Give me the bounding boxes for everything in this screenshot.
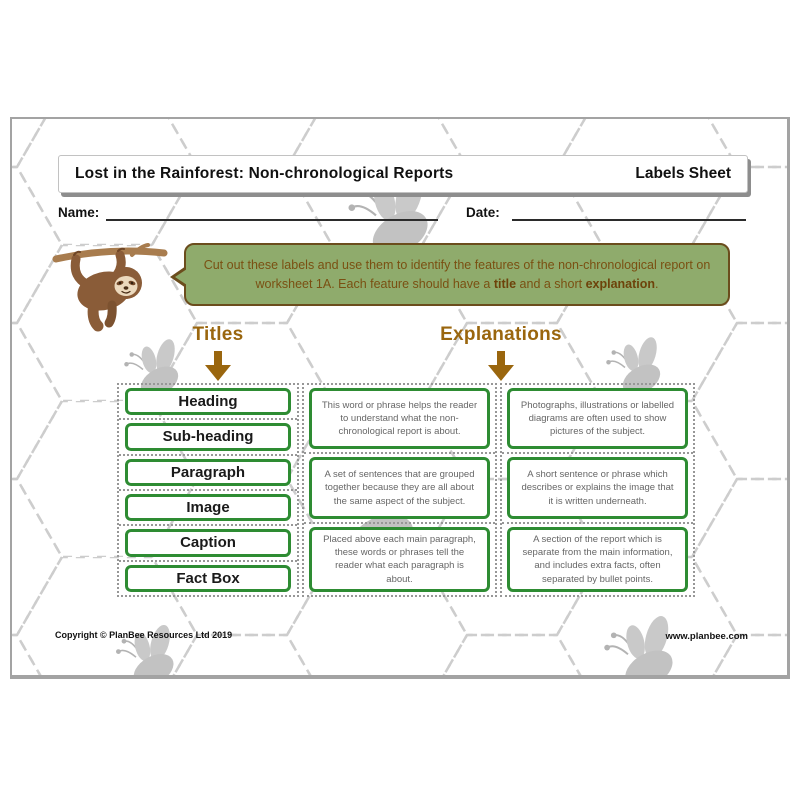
name-label: Name: <box>58 205 100 220</box>
sheet-title: Lost in the Rainforest: Non-chronologica… <box>75 165 454 182</box>
cut-cell: Heading <box>119 385 297 421</box>
name-write-line <box>106 219 438 221</box>
title-label-sub-heading: Sub-heading <box>125 423 291 451</box>
cut-cell: A section of the report which is separat… <box>502 524 693 595</box>
website-text: www.planbee.com <box>665 631 748 642</box>
cut-cell: Placed above each main paragraph, these … <box>304 524 495 595</box>
titles-heading: Titles <box>192 324 244 345</box>
cut-cell: Sub-heading <box>119 420 297 456</box>
explanation-box: This word or phrase helps the reader to … <box>309 388 490 450</box>
sheet-header-bar: Lost in the Rainforest: Non-chronologica… <box>58 155 748 193</box>
down-arrow-icon <box>205 351 231 381</box>
explanations-column-middle: This word or phrase helps the reader to … <box>302 383 497 597</box>
date-label: Date: <box>466 205 500 220</box>
cut-cell: A short sentence or phrase which describ… <box>502 454 693 524</box>
sheet-type-label: Labels Sheet <box>635 165 731 182</box>
cut-cell: Image <box>119 491 297 527</box>
cut-cell: Photographs, illustrations or labelled d… <box>502 385 693 455</box>
titles-column: Heading Sub-heading Paragraph Image Capt… <box>117 383 299 597</box>
labels-grid: Heading Sub-heading Paragraph Image Capt… <box>117 383 695 597</box>
explanation-box: A set of sentences that are grouped toge… <box>309 457 490 519</box>
cut-cell: This word or phrase helps the reader to … <box>304 385 495 455</box>
explanations-column-right: Photographs, illustrations or labelled d… <box>500 383 695 597</box>
instruction-text: Cut out these labels and use them to ide… <box>203 257 711 291</box>
down-arrow-icon <box>488 351 514 381</box>
explanation-box: A section of the report which is separat… <box>507 526 688 592</box>
cut-cell: Fact Box <box>119 562 297 595</box>
cut-cell: Paragraph <box>119 456 297 491</box>
explanation-box: A short sentence or phrase which describ… <box>507 457 688 519</box>
instruction-bubble: Cut out these labels and use them to ide… <box>170 243 730 306</box>
cut-cell: Caption <box>119 526 297 562</box>
title-label-fact-box: Fact Box <box>125 564 291 592</box>
date-write-line <box>512 219 746 221</box>
title-label-image: Image <box>125 493 291 522</box>
worksheet-page: Lost in the Rainforest: Non-chronologica… <box>10 117 790 679</box>
cut-cell: A set of sentences that are grouped toge… <box>304 454 495 524</box>
sloth-icon <box>52 243 168 332</box>
explanations-heading: Explanations <box>440 324 562 345</box>
title-label-paragraph: Paragraph <box>125 458 291 486</box>
explanation-box: Photographs, illustrations or labelled d… <box>507 388 688 450</box>
copyright-text: Copyright © PlanBee Resources Ltd 2019 <box>55 630 233 640</box>
explanation-box: Placed above each main paragraph, these … <box>309 526 490 592</box>
title-label-caption: Caption <box>125 529 291 557</box>
title-label-heading: Heading <box>125 388 291 416</box>
